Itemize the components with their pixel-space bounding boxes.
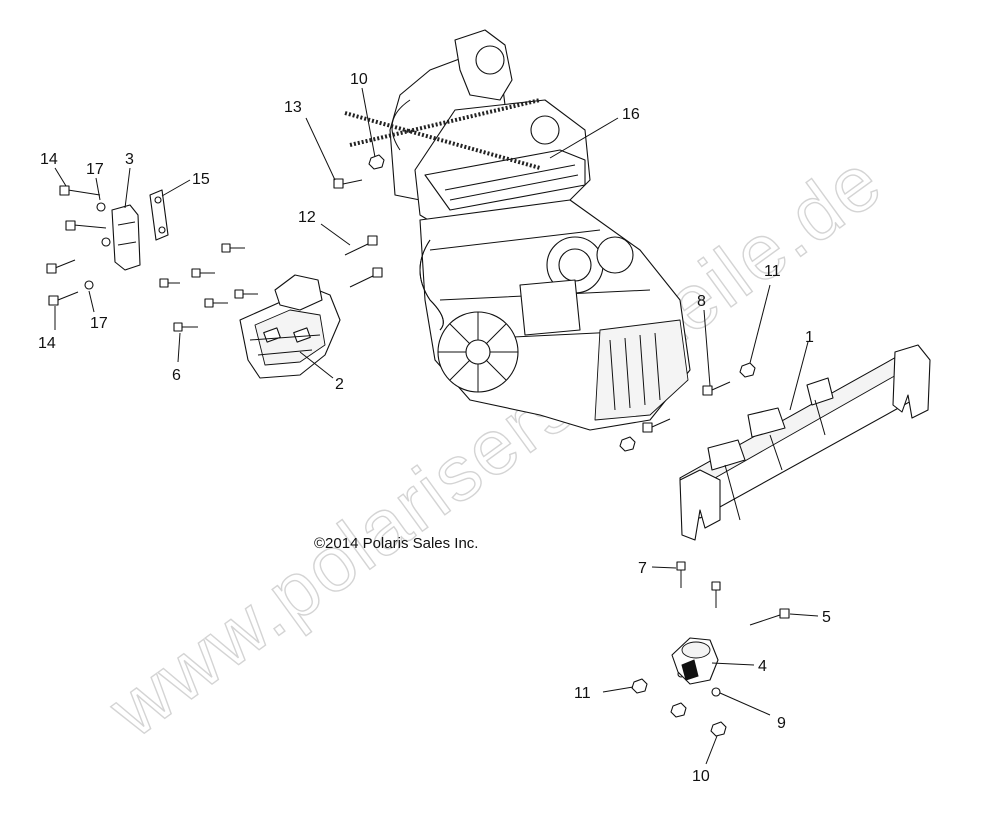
crossmember-frame [679, 344, 931, 541]
engine-mount-bracket [239, 274, 341, 379]
callout-15: 15 [192, 171, 210, 188]
callout-13: 13 [284, 99, 302, 116]
callout-labels: 14 17 3 15 14 17 6 2 12 13 10 16 8 11 1 … [38, 71, 831, 785]
callout-8: 8 [697, 293, 706, 310]
callout-2: 2 [335, 376, 344, 393]
engine-isolator-mount [671, 637, 719, 685]
callout-10-top: 10 [350, 71, 368, 88]
callout-1: 1 [805, 329, 814, 346]
mount-bracket-3 [111, 204, 141, 271]
engine-assembly [344, 29, 691, 431]
fasteners [46, 154, 790, 737]
callout-9: 9 [777, 715, 786, 732]
callout-7: 7 [638, 560, 647, 577]
callout-6: 6 [172, 367, 181, 384]
callout-16: 16 [622, 106, 640, 123]
callout-17-top: 17 [86, 161, 104, 178]
bracket-15 [149, 189, 169, 241]
callout-14-bottom: 14 [38, 335, 56, 352]
callout-11-top: 11 [764, 263, 781, 280]
leader-lines [54, 87, 819, 765]
callout-10-bottom: 10 [692, 768, 710, 785]
callout-17-bottom: 17 [90, 315, 108, 332]
callout-4: 4 [758, 658, 767, 675]
callout-3: 3 [125, 151, 134, 168]
copyright-notice: ©2014 Polaris Sales Inc. [314, 535, 478, 552]
callout-14-top: 14 [40, 151, 58, 168]
callout-5: 5 [822, 609, 831, 626]
callout-12: 12 [298, 209, 316, 226]
callout-11-bottom: 11 [574, 685, 591, 702]
